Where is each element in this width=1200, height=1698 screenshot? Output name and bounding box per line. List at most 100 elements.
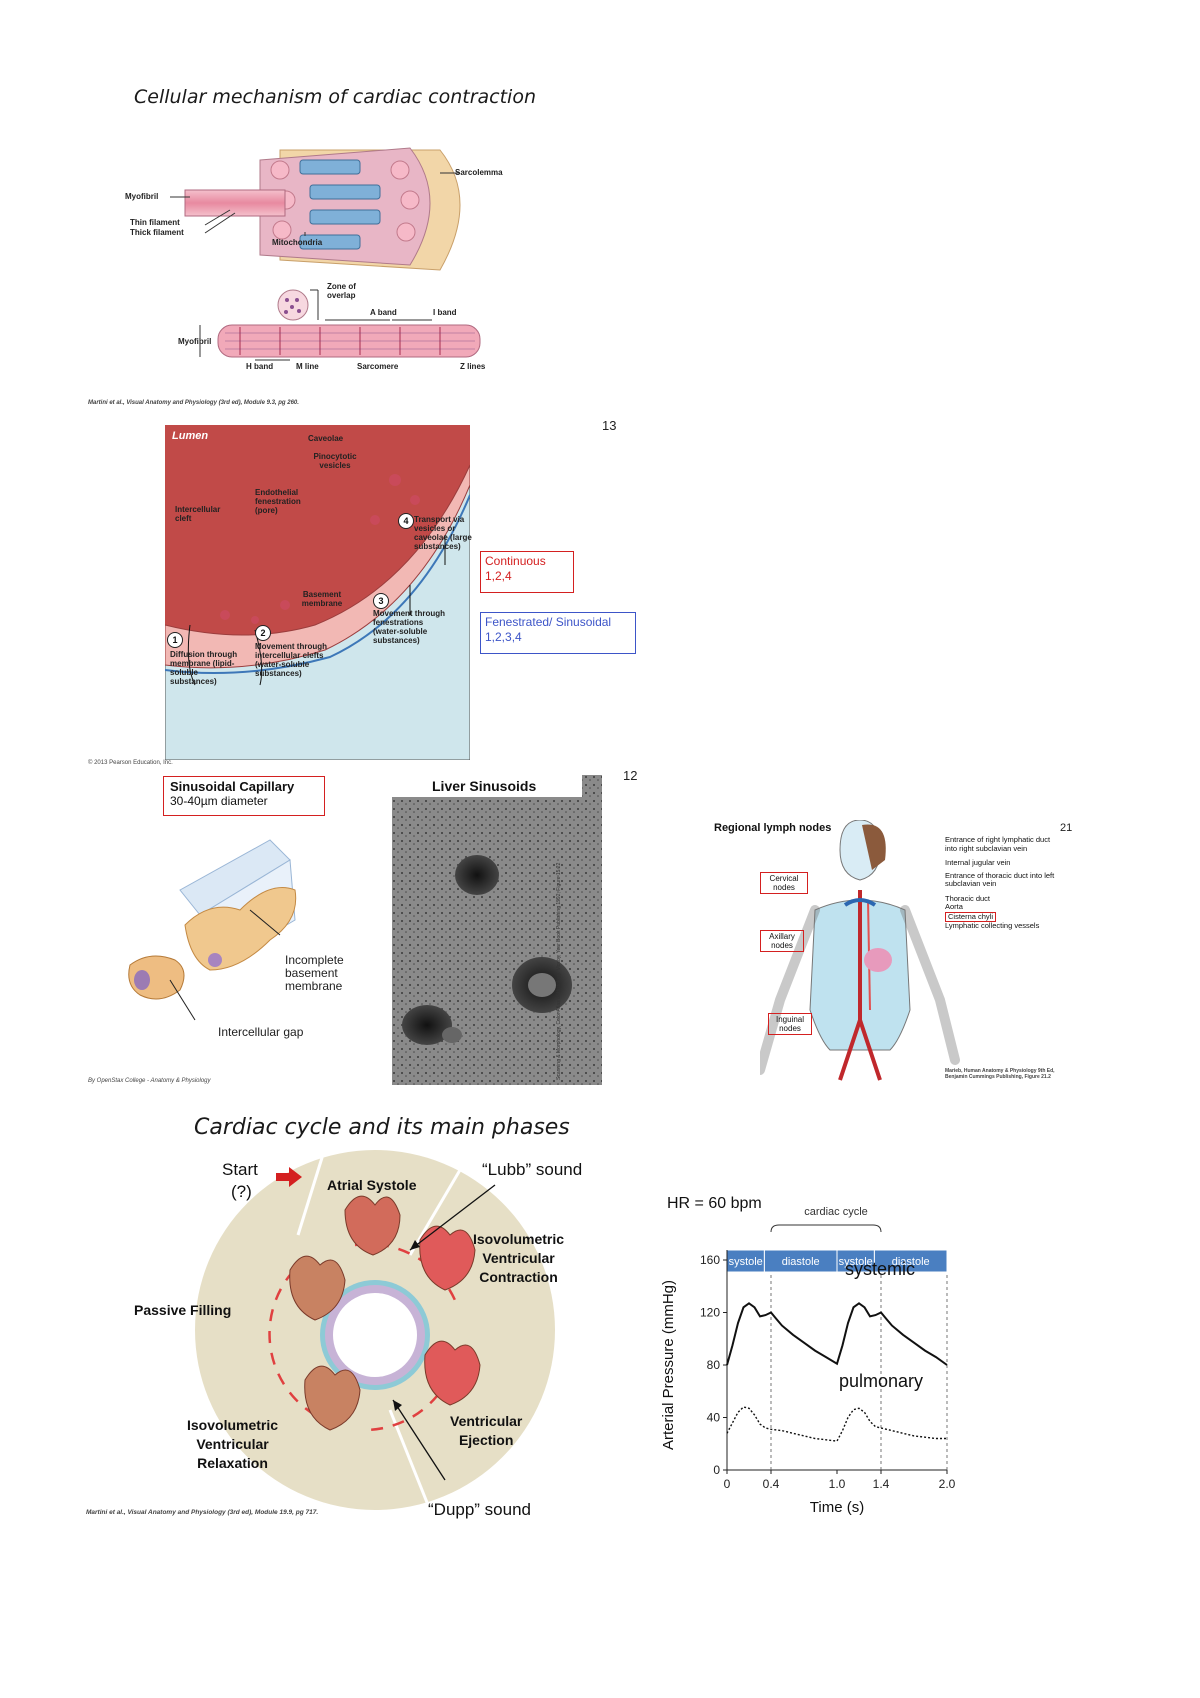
phase-isovolumetric-relaxation: Isovolumetric Ventricular Relaxation — [187, 1416, 278, 1473]
y-tick-label-3: 120 — [700, 1306, 720, 1320]
label-sarcomere: Sarcomere — [357, 362, 399, 371]
label-transport: Transport via vesicles or caveolae (larg… — [414, 515, 472, 551]
phase-ventricular-ejection: Ventricular Ejection — [450, 1412, 522, 1450]
continuous-numbers: 1,2,4 — [485, 569, 512, 583]
label-incomplete-membrane: Incomplete basement membrane — [285, 953, 344, 993]
label-zone-of-overlap: Zone of overlap — [327, 282, 356, 300]
phase-atrial-systole: Atrial Systole — [327, 1177, 417, 1193]
phase-passive-filling: Passive Filling — [134, 1302, 232, 1318]
label-basement: Basement membrane — [301, 590, 343, 608]
liver-sinusoids-title: Liver Sinusoids — [432, 778, 537, 794]
heart-relaxation — [304, 1365, 361, 1431]
label-h-band: H band — [246, 362, 274, 371]
phase-ir-line1: Isovolumetric — [187, 1417, 279, 1433]
series-line-pulmonary — [726, 1406, 947, 1442]
label-pinocytotic: Pinocytotic vesicles — [313, 452, 357, 470]
phase-isovolumetric-contraction: Isovolumetric Ventricular Contraction — [473, 1230, 564, 1287]
inguinal-nodes-box: Inguinal nodes — [768, 1013, 812, 1035]
marker-1: 1 — [167, 632, 183, 648]
citation-openstax: By OpenStax College - Anatomy & Physiolo… — [88, 1078, 211, 1084]
cardiac-muscle-cell-illustration — [170, 147, 461, 271]
axillary-nodes-box: Axillary nodes — [760, 930, 804, 952]
fenestrated-label: Fenestrated/ Sinusoidal — [485, 615, 612, 629]
label-thin-filament: Thin filament — [130, 218, 180, 227]
x-tick-label-2: 1.0 — [829, 1477, 846, 1491]
heart-ejection — [424, 1340, 481, 1406]
y-tick-label-0: 0 — [713, 1463, 720, 1477]
start-label: Start — [222, 1160, 258, 1179]
x-tick-label-0: 0 — [724, 1477, 731, 1491]
series-line-systemic — [726, 1302, 948, 1366]
heart-contraction — [419, 1225, 476, 1291]
label-lumen: Lumen — [172, 430, 209, 442]
x-tick-label-3: 1.4 — [873, 1477, 890, 1491]
continuous-box: Continuous 1,2,4 — [480, 551, 574, 593]
page-number-12: 12 — [623, 768, 638, 783]
lymph-label-thoracic-entrance: Entrance of thoracic duct into left subc… — [945, 870, 1055, 888]
label-a-band: A band — [370, 308, 397, 317]
page-number-21: 21 — [1060, 822, 1073, 834]
liver-sinusoids-micrograph — [392, 775, 602, 1085]
chart-labels-group: systemic pulmonary HR = 60 bpm cardiac cycl… — [660, 1195, 923, 1516]
y-axis-label: Arterial Pressure (mmHg) — [660, 1280, 677, 1450]
phase-ir-line2: Ventricular — [196, 1436, 269, 1452]
heart-atrial — [344, 1195, 401, 1256]
label-m-line: M line — [296, 362, 319, 371]
citation-capillary: © 2013 Pearson Education, Inc. — [88, 760, 173, 766]
lymph-label-right-duct: Entrance of right lymphatic duct into ri… — [945, 835, 1051, 853]
phase-ic-line2: Ventricular — [482, 1250, 555, 1266]
x-axis-label: Time (s) — [810, 1499, 864, 1516]
label-myofibril-2: Myofibril — [178, 337, 212, 346]
continuous-label: Continuous — [485, 554, 546, 568]
marker-4: 4 — [398, 513, 414, 529]
lymph-label-thoracic-duct: Thoracic duct — [945, 893, 991, 903]
fenestrated-box: Fenestrated/ Sinusoidal 1,2,3,4 — [480, 612, 636, 654]
sinusoidal-capillary-illustration — [128, 839, 297, 1021]
cardiac-cycle-diagram — [195, 1147, 555, 1511]
chart-title: HR = 60 bpm — [667, 1195, 762, 1212]
label-sarcolemma: Sarcolemma — [455, 168, 503, 177]
sinusoidal-title: Sinusoidal Capillary — [170, 779, 295, 794]
lymph-right-labels: Entrance of right lymphatic duct into ri… — [945, 835, 1055, 931]
sinusoidal-title-box: Sinusoidal Capillary 30-40µm diameter — [163, 776, 325, 816]
label-mitochondria: Mitochondria — [272, 238, 323, 247]
marker-3: 3 — [373, 593, 389, 609]
lymph-body-illustration — [760, 820, 960, 1081]
y-tick-label-4: 160 — [700, 1253, 720, 1267]
liver-credit: Scanning & Morphology, Color Atlas of Hi… — [556, 862, 562, 1080]
label-diffusion: Diffusion through membrane (lipid-solubl… — [170, 650, 238, 686]
phase-label-0: systole — [729, 1256, 763, 1268]
label-thick-filament: Thick filament — [130, 228, 184, 237]
page-number-13: 13 — [602, 418, 617, 433]
label-intercellular-gap: Intercellular gap — [218, 1025, 304, 1039]
lymph-label-aorta: Aorta — [945, 902, 963, 911]
phase-ic-line1: Isovolumetric — [473, 1231, 565, 1247]
series-label-systemic: systemic — [845, 1259, 915, 1279]
cervical-nodes-box: Cervical nodes — [760, 872, 808, 894]
label-movement-fenestrations: Movement through fenestrations (water-so… — [373, 609, 445, 645]
capillary-transport-illustration — [165, 425, 470, 760]
label-myofibril: Myofibril — [125, 192, 159, 201]
label-intercellular-cleft: Intercellular cleft — [175, 505, 221, 523]
lymph-label-jugular: Internal jugular vein — [945, 858, 1011, 867]
series-label-pulmonary: pulmonary — [839, 1371, 923, 1391]
x-tick-label-1: 0.4 — [763, 1477, 780, 1491]
start-arrow-icon — [276, 1167, 302, 1187]
fenestrated-numbers: 1,2,3,4 — [485, 630, 522, 644]
lymph-label-collecting: Lymphatic collecting vessels — [945, 921, 1040, 930]
heart-filling — [289, 1255, 346, 1321]
citation-lymph: Marieb, Human Anatomy & Physiology 9th E… — [945, 1068, 1055, 1080]
phase-ve-line2: Ejection — [458, 1432, 514, 1448]
start-question: (?) — [231, 1182, 252, 1201]
y-tick-label-1: 40 — [707, 1411, 721, 1425]
dupp-pointer — [392, 1399, 446, 1481]
marker-2: 2 — [255, 625, 271, 641]
chart-series-group — [726, 1302, 948, 1442]
cycle-annotation: cardiac cycle — [804, 1206, 868, 1218]
section-title-cardiac-cycle: Cardiac cycle and its main phases — [194, 1115, 570, 1140]
citation-cycle: Martini et al., Visual Anatomy and Physi… — [86, 1509, 319, 1516]
sarcomere-illustration — [199, 289, 481, 361]
